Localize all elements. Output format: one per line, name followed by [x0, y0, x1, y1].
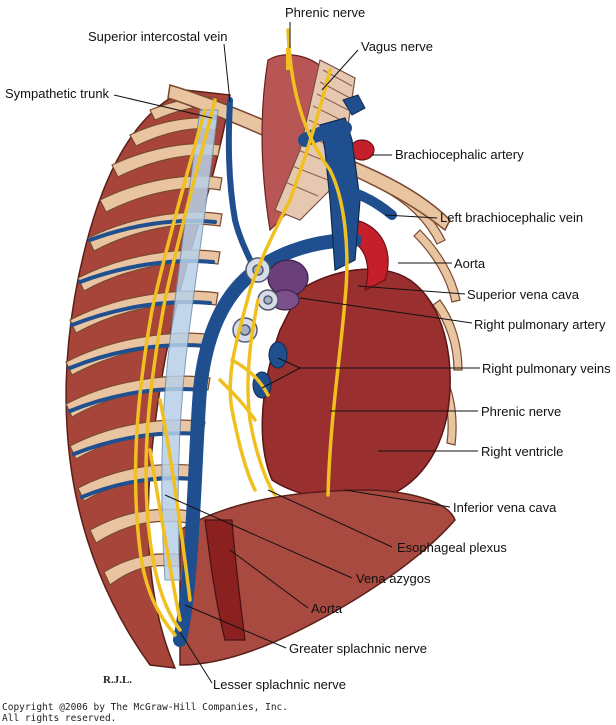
sympathetic-trunk: [144, 98, 217, 632]
vagus-nerve: [248, 68, 332, 292]
label-phrenic-nerve-mid: Phrenic nerve: [481, 404, 562, 419]
esophageal-plexus: [228, 288, 257, 492]
lesser-splachnic-nerve: [148, 448, 182, 622]
descending-aorta: [204, 519, 246, 641]
label-superior-vena-cava: Superior vena cava: [467, 287, 580, 302]
label-aorta-top: Aorta: [454, 256, 486, 271]
label-brachiocephalic-artery: Brachiocephalic artery: [395, 147, 524, 162]
label-phrenic-nerve-top: Phrenic nerve: [285, 5, 366, 20]
diaphragm: [179, 489, 456, 666]
label-esophageal-plexus: Esophageal plexus: [397, 540, 507, 555]
heart: [261, 268, 451, 502]
superior-intercostal-vein: [225, 97, 258, 273]
greater-splachnic-nerve: [158, 398, 192, 602]
artist-signature: R.J.L.: [103, 674, 133, 686]
label-right-pulmonary-artery: Right pulmonary artery: [474, 317, 606, 332]
label-sympathetic-trunk: Sympathetic trunk: [5, 86, 110, 101]
label-superior-intercostal-vein: Superior intercostal vein: [88, 29, 228, 44]
copyright-line-1: Copyright @2006 by The McGraw-Hill Compa…: [2, 702, 288, 713]
copyright-line-2: All rights reserved.: [2, 713, 117, 724]
leader-lines: [113, 22, 480, 684]
right-pulmonary-artery: [267, 259, 309, 311]
label-right-ventricle: Right ventricle: [481, 444, 564, 459]
phrenic-nerve: [286, 28, 349, 497]
brachiocephalic-vein-upper: [298, 121, 352, 147]
label-right-pulmonary-veins: Right pulmonary veins: [482, 361, 611, 376]
nerves: [133, 28, 349, 637]
label-left-brachiocephalic-vein: Left brachiocephalic vein: [440, 210, 584, 225]
label-lesser-splachnic-nerve: Lesser splachnic nerve: [213, 677, 346, 692]
label-vena-azygos: Vena azygos: [356, 571, 431, 586]
label-aorta-bottom: Aorta: [311, 601, 343, 616]
brachiocephalic-vein-end: [342, 94, 366, 116]
vertebral-column: [161, 109, 219, 581]
left-brachiocephalic-vein: [340, 185, 397, 220]
label-vagus-nerve: Vagus nerve: [361, 39, 434, 54]
label-greater-splachnic-nerve: Greater splachnic nerve: [289, 641, 428, 656]
label-inferior-vena-cava: Inferior vena cava: [453, 500, 557, 515]
